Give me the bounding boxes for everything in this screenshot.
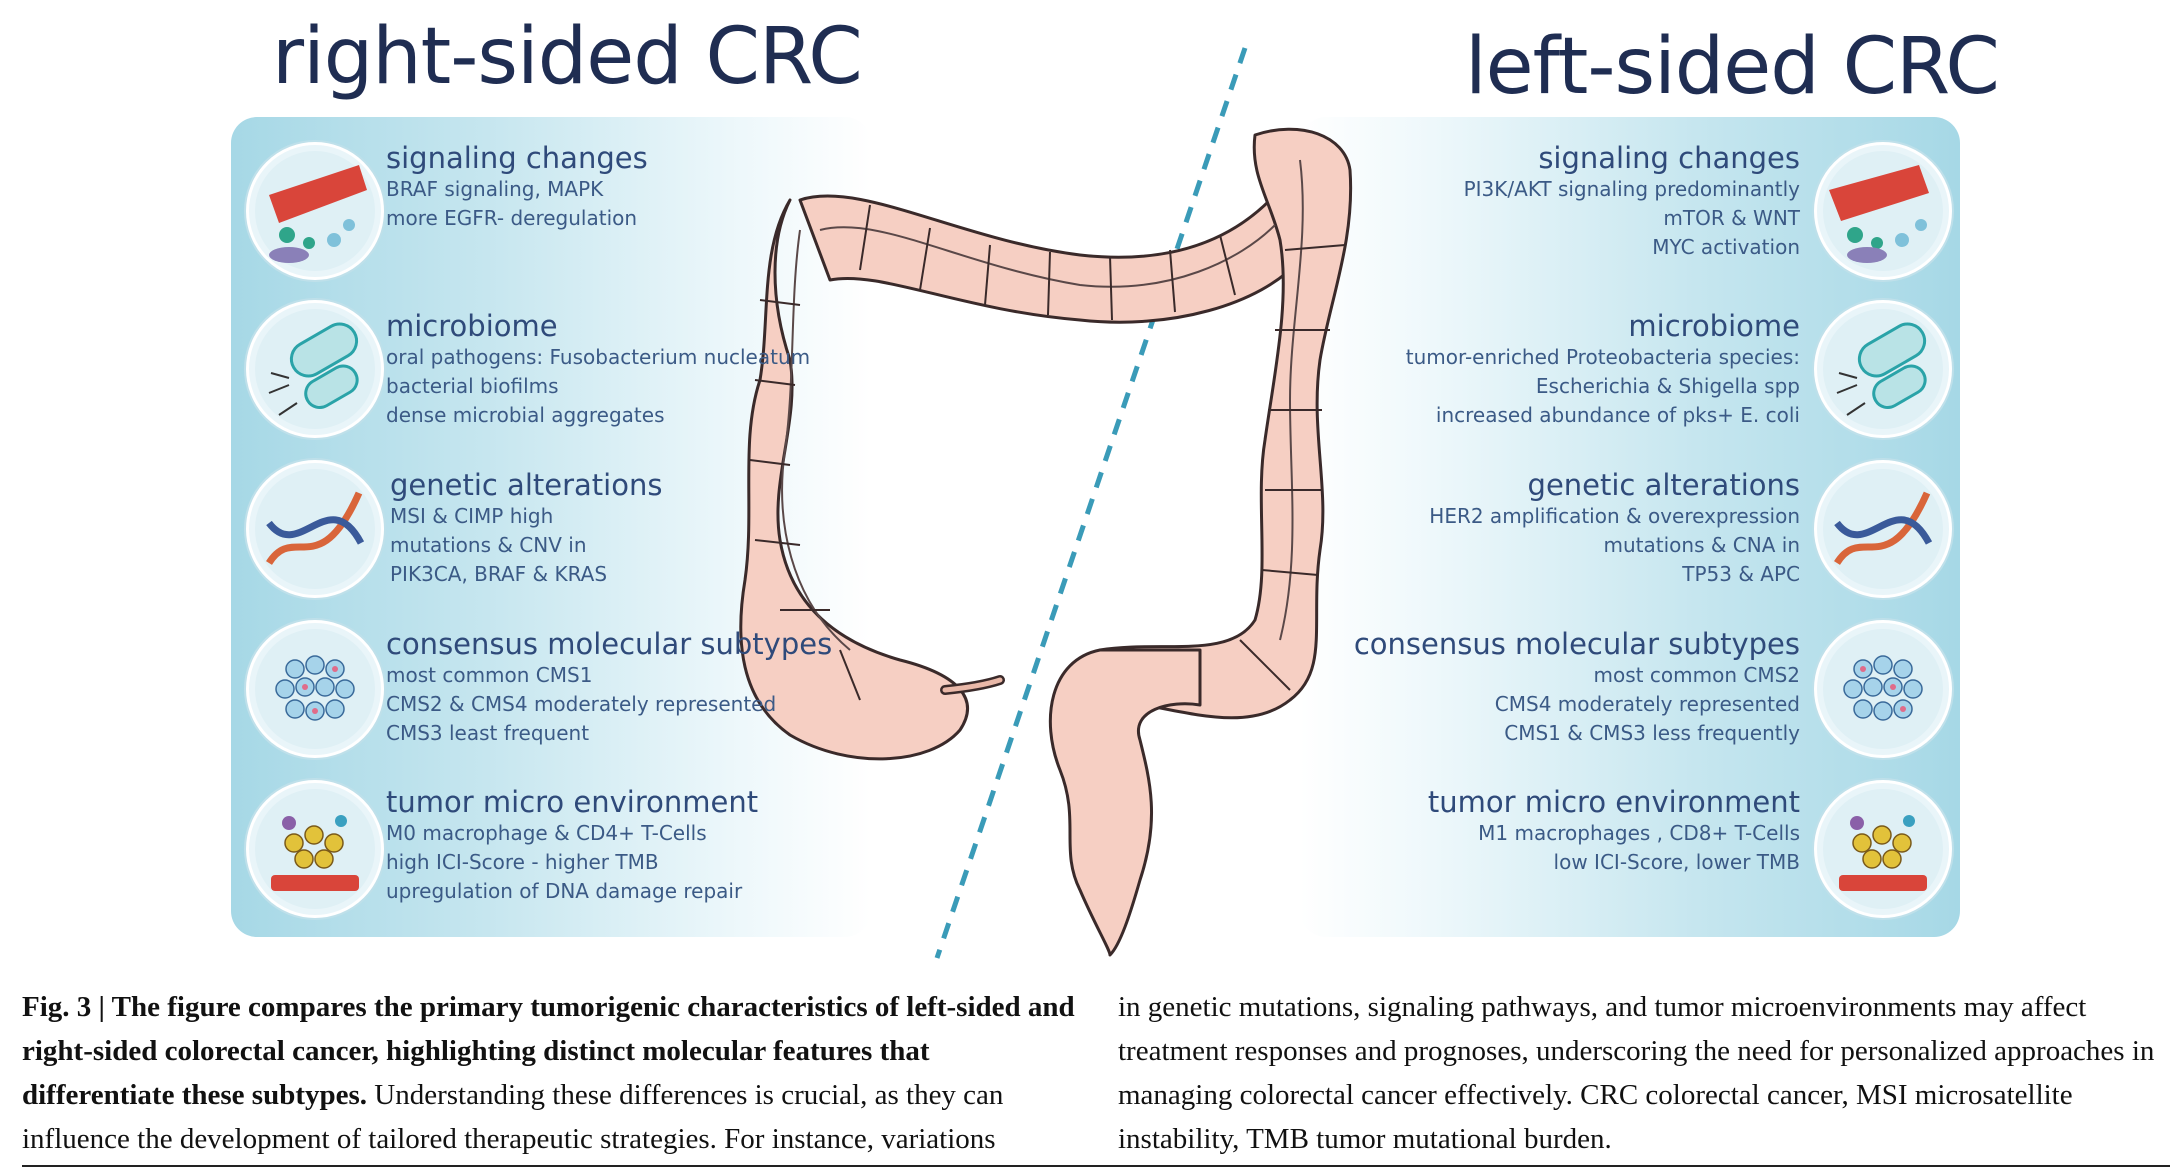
left-feature-tme: tumor micro environment M1 macrophages ,… — [1240, 785, 1800, 877]
figure-caption-label: Fig. 3 | The figure compares the primary… — [22, 991, 1075, 1111]
feature-line: mTOR & WNT — [1663, 206, 1800, 231]
feature-line: PIK3CA, BRAF & KRAS — [390, 562, 608, 587]
figure-caption-text: Understanding these differences is cruci… — [22, 1079, 1004, 1155]
feature-line: CMS2 & CMS4 moderately represented — [386, 692, 777, 717]
feature-line: CMS4 moderately represented — [1494, 692, 1800, 717]
caption-rule — [22, 1165, 2170, 1167]
right-feature-genetic: genetic alterations MSI & CIMP high muta… — [390, 468, 950, 589]
cell-signaling-icon — [246, 142, 384, 280]
feature-line: most common CMS1 — [386, 663, 593, 688]
left-feature-signaling: signaling changes PI3K/AKT signaling pre… — [1240, 141, 1800, 262]
left-feature-cms: consensus molecular subtypes most common… — [1240, 627, 1800, 748]
feature-line: M0 macrophage & CD4+ T-Cells — [386, 821, 707, 846]
figure-caption-right: in genetic mutations, signaling pathways… — [1118, 991, 2155, 1155]
right-feature-cms: consensus molecular subtypes most common… — [386, 627, 946, 748]
cell-cluster-icon — [246, 620, 384, 758]
tumor-microenvironment-icon — [1814, 780, 1952, 918]
right-feature-tme: tumor micro environment M0 macrophage & … — [386, 785, 946, 906]
feature-line: Escherichia & Shigella spp — [1535, 374, 1800, 399]
right-sided-title: right-sided CRC — [272, 12, 863, 102]
cell-signaling-icon — [1814, 142, 1952, 280]
feature-line: oral pathogens: Fusobacterium nucleatum — [386, 345, 811, 370]
left-sided-title: left-sided CRC — [1465, 22, 2000, 112]
right-feature-microbiome: microbiome oral pathogens: Fusobacterium… — [386, 309, 946, 430]
feature-line: dense microbial aggregates — [386, 403, 665, 428]
colon-illustration — [739, 127, 1353, 957]
cell-cluster-icon — [1814, 620, 1952, 758]
bacteria-icon — [1814, 300, 1952, 438]
dna-helix-icon — [1814, 460, 1952, 598]
feature-line: mutations & CNV in — [390, 533, 587, 558]
feature-line: increased abundance of pks+ E. coli — [1435, 403, 1800, 428]
feature-line: low ICI-Score, lower TMB — [1553, 850, 1800, 875]
feature-heading: consensus molecular subtypes — [386, 627, 833, 661]
feature-heading: signaling changes — [1538, 141, 1800, 175]
feature-heading: signaling changes — [386, 141, 648, 175]
feature-line: MYC activation — [1652, 235, 1800, 260]
feature-line: TP53 & APC — [1682, 562, 1800, 587]
feature-heading: genetic alterations — [1527, 468, 1800, 502]
feature-line: upregulation of DNA damage repair — [386, 879, 743, 904]
right-feature-signaling: signaling changes BRAF signaling, MAPK m… — [386, 141, 946, 233]
feature-heading: consensus molecular subtypes — [1353, 627, 1800, 661]
feature-line: BRAF signaling, MAPK — [386, 177, 604, 202]
feature-line: most common CMS2 — [1593, 663, 1800, 688]
feature-line: MSI & CIMP high — [390, 504, 554, 529]
left-feature-genetic: genetic alterations HER2 amplification &… — [1240, 468, 1801, 589]
feature-line: CMS1 & CMS3 less frequently — [1504, 721, 1800, 746]
left-feature-microbiome: microbiome tumor-enriched Proteobacteria… — [1240, 309, 1800, 430]
figure-caption-left: Fig. 3 | The figure compares the primary… — [22, 985, 1077, 1161]
feature-line: more EGFR- deregulation — [386, 206, 638, 231]
feature-line: PI3K/AKT signaling predominantly — [1463, 177, 1800, 202]
feature-line: CMS3 least frequent — [386, 721, 590, 746]
feature-line: HER2 amplification & overexpression — [1429, 504, 1800, 529]
feature-line: mutations & CNA in — [1603, 533, 1801, 558]
tumor-microenvironment-icon — [246, 780, 384, 918]
feature-heading: tumor micro environment — [1427, 785, 1800, 819]
feature-line: high ICI-Score - higher TMB — [386, 850, 659, 875]
feature-line: M1 macrophages , CD8+ T-Cells — [1478, 821, 1800, 846]
dna-helix-icon — [246, 460, 384, 598]
feature-heading: genetic alterations — [390, 468, 663, 502]
feature-heading: microbiome — [1628, 309, 1800, 343]
feature-heading: tumor micro environment — [386, 785, 759, 819]
feature-line: tumor-enriched Proteobacteria species: — [1405, 345, 1800, 370]
feature-heading: microbiome — [386, 309, 558, 343]
bacteria-icon — [246, 300, 384, 438]
feature-line: bacterial biofilms — [386, 374, 559, 399]
diagonal-divider — [934, 47, 1248, 959]
